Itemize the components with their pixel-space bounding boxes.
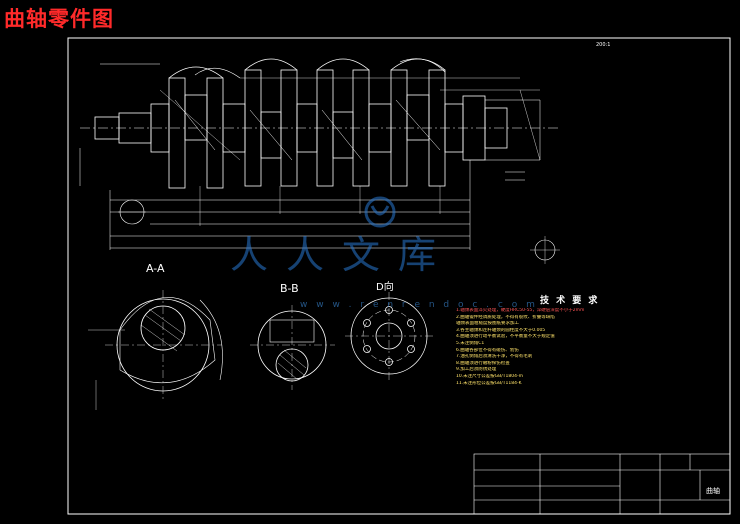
- requirement-note: 轴颈表面粗糙度按图纸要求加工: [456, 321, 519, 327]
- sheet-border: [67, 37, 731, 515]
- crank-web-1: [168, 77, 186, 189]
- counterweight-arc: [199, 299, 223, 381]
- view-d-flange: [345, 292, 433, 380]
- watermark-logo: [364, 196, 396, 228]
- page-title: 曲轴零件图: [4, 6, 114, 31]
- web-profile: [119, 297, 216, 384]
- oil-hole-3: [321, 109, 363, 161]
- section-aa-label: A-A: [146, 262, 165, 275]
- web-arc-3: [316, 58, 370, 71]
- section-bb-view: [250, 305, 335, 390]
- bolt-hole: [407, 319, 415, 327]
- bolt-hole: [363, 319, 371, 327]
- section-bb-label: B-B: [280, 282, 299, 295]
- web-arc-4: [390, 58, 446, 71]
- technical-requirements-heading: 技 术 要 求: [540, 296, 600, 306]
- oil-hole-1: [174, 99, 216, 151]
- watermark-swirl: [370, 205, 390, 216]
- requirement-note: 9.加工后须防锈处理: [456, 367, 497, 373]
- crankpin-3: [332, 111, 354, 159]
- watermark-ring: [364, 196, 396, 228]
- scale-mark: 200:1: [596, 42, 611, 48]
- section-line-a: [159, 89, 241, 161]
- view-d-label: D向: [376, 282, 394, 293]
- requirement-note: 1.轴颈表面淬火处理，硬度HRC50-55，淬硬层深度不小于2mm: [456, 308, 585, 313]
- part-name: 曲轴: [706, 487, 720, 495]
- web-arc-1: [168, 66, 224, 79]
- counterweight-1: [194, 67, 241, 79]
- requirement-note: 7.油孔倒角后须清洗干净，不得有毛刺: [456, 354, 533, 360]
- leader-line: [519, 89, 541, 161]
- flange-bore: [375, 322, 403, 350]
- requirement-note: 11.未注形位公差按GB/T1184-K: [456, 380, 522, 386]
- crankpin-1: [184, 94, 208, 141]
- requirement-note: 6.曲轴各部位不得有碰伤、划伤: [456, 347, 519, 353]
- requirement-note: 3.各主轴颈和连杆轴颈的圆柱度不大于0.005: [456, 327, 546, 333]
- requirement-note: 4.曲轴须进行动平衡试验，不平衡量不大于规定值: [456, 334, 555, 340]
- oil-hole-2: [249, 109, 293, 161]
- requirement-note: 8.曲轴须进行磁粉探伤检查: [456, 360, 510, 366]
- bolt-hole: [407, 345, 415, 353]
- technical-requirements-list: 1.轴颈表面淬火处理，硬度HRC50-55，淬硬层深度不小于2mm 2.曲轴锻件…: [456, 308, 728, 387]
- requirement-note: 2.曲轴锻件经调质处理，不得有裂纹、折叠等缺陷: [456, 314, 555, 320]
- bolt-hole: [363, 345, 371, 353]
- oil-hole-4: [395, 99, 441, 151]
- requirement-note: 5.未注倒角C1: [456, 340, 485, 346]
- crankpin-4: [406, 94, 430, 141]
- requirement-note: 10.未注尺寸公差按GB/T1804-m: [456, 373, 523, 379]
- flange-hub: [484, 107, 508, 149]
- watermark-text: 人人文库: [230, 233, 455, 277]
- title-block: [473, 453, 731, 515]
- watermark-url: w w w . r e n r e n d o c . c o m: [300, 300, 538, 310]
- counterweight-2: [399, 58, 446, 73]
- crankshaft-main-view: [79, 58, 560, 264]
- web-arc-2: [244, 58, 298, 71]
- section-aa-view: [88, 290, 223, 410]
- flange-callout: [485, 99, 541, 161]
- title-block-frame: [473, 453, 731, 515]
